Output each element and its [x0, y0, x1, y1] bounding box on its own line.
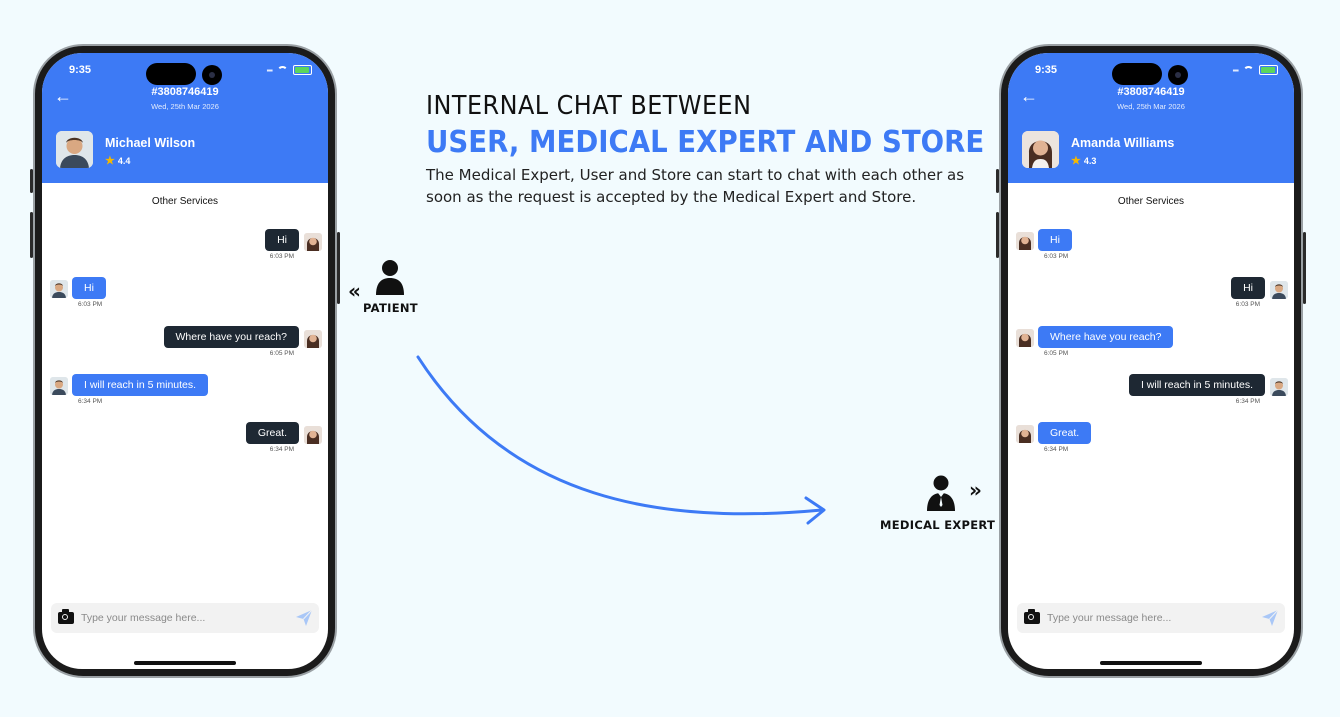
headline-line2: USER, MEDICAL EXPERT AND STORE: [426, 125, 985, 160]
chat-bubble: I will reach in 5 minutes.: [1128, 374, 1265, 396]
section-title: Other Services: [151, 196, 219, 207]
medical-expert-label: MEDICAL EXPERT: [880, 518, 996, 532]
send-icon[interactable]: [295, 609, 313, 627]
home-indicator[interactable]: [1100, 661, 1202, 665]
chat-bubble: Where have you reach?: [1038, 326, 1174, 348]
camera-icon[interactable]: [1024, 609, 1040, 624]
camera-icon[interactable]: [58, 609, 74, 624]
order-number: #3808746419: [1117, 86, 1185, 98]
signal-icon: ▪▪▪: [266, 65, 272, 75]
send-icon[interactable]: [1261, 609, 1279, 627]
chat-bubble: Where have you reach?: [163, 326, 299, 348]
profile-name: Amanda Williams: [1071, 136, 1175, 150]
doctor-icon: [927, 475, 955, 511]
rating-value: 4.4: [117, 155, 131, 166]
wifi-icon: [277, 66, 288, 74]
message-time: 6:34 PM: [1044, 446, 1069, 453]
star-icon: ★: [105, 155, 115, 167]
back-arrow-icon[interactable]: ←: [54, 86, 72, 106]
home-indicator[interactable]: [134, 661, 236, 665]
star-icon: ★: [1071, 155, 1081, 167]
phone-patient: 9:35 ▪▪▪ ← #3808746419 Wed, 25th Mar 202…: [30, 44, 340, 678]
message-time: 6:05 PM: [269, 350, 294, 357]
avatar: [304, 330, 322, 348]
person-icon: [376, 260, 404, 295]
signal-icon: ▪▪▪: [1232, 65, 1238, 75]
chat-bubble: Hi: [72, 277, 106, 299]
chat-header: 9:35 ▪▪▪ ← #3808746419 Wed, 25th Mar 202…: [42, 53, 328, 183]
power-button: [337, 232, 340, 304]
section-title: Other Services: [1117, 196, 1185, 207]
curved-arrow-icon: [416, 355, 826, 525]
avatar: [304, 233, 322, 251]
mute-switch: [30, 169, 33, 193]
message-time: 6:05 PM: [1044, 350, 1069, 357]
camera-lens: [1168, 65, 1188, 85]
battery-icon: [1259, 65, 1278, 75]
headline-description: The Medical Expert, User and Store can s…: [426, 166, 965, 206]
avatar: [50, 280, 68, 298]
chevrons-left-icon: «: [348, 279, 361, 303]
chat-screen: 9:35 ▪▪▪ ← #3808746419 Wed, 25th Mar 202…: [42, 53, 328, 669]
rating: ★ 4.4: [105, 154, 130, 167]
avatar: [1016, 232, 1034, 250]
back-arrow-icon[interactable]: ←: [1020, 86, 1038, 106]
chat-bubble: Hi: [265, 229, 299, 251]
avatar[interactable]: [56, 131, 93, 168]
chevrons-right-icon: »: [969, 478, 982, 502]
order-number: #3808746419: [151, 86, 219, 98]
message-composer: [1017, 603, 1285, 633]
chat-bubble: Great.: [245, 422, 299, 444]
avatar[interactable]: [1022, 131, 1059, 168]
message-time: 6:03 PM: [1044, 253, 1069, 260]
message-time: 6:03 PM: [1235, 301, 1260, 308]
rating-value: 4.3: [1083, 155, 1097, 166]
status-icons: ▪▪▪: [1232, 65, 1278, 75]
avatar: [304, 426, 322, 444]
avatar: [1016, 425, 1034, 443]
camera-lens: [202, 65, 222, 85]
status-time: 9:35: [1035, 64, 1058, 76]
dynamic-island: [146, 63, 196, 85]
message-input[interactable]: [1047, 608, 1252, 628]
status-time: 9:35: [69, 64, 92, 76]
power-button: [1303, 232, 1306, 304]
message-time: 6:34 PM: [269, 446, 294, 453]
avatar: [1270, 281, 1288, 299]
status-icons: ▪▪▪: [266, 65, 312, 75]
avatar: [50, 377, 68, 395]
message-input[interactable]: [81, 608, 286, 628]
chat-bubble: Hi: [1231, 277, 1265, 299]
avatar: [1016, 329, 1034, 347]
headline-line1: INTERNAL CHAT BETWEEN: [426, 91, 752, 121]
battery-icon: [293, 65, 312, 75]
volume-up-button: [30, 212, 33, 258]
message-time: 6:03 PM: [269, 253, 294, 260]
avatar: [1270, 378, 1288, 396]
message-time: 6:34 PM: [1235, 398, 1260, 405]
phone-medical-expert: 9:35 ▪▪▪ ← #3808746419 Wed, 25th Mar 202…: [996, 44, 1306, 678]
dynamic-island: [1112, 63, 1162, 85]
message-composer: [51, 603, 319, 633]
rating: ★ 4.3: [1071, 154, 1096, 167]
patient-label: PATIENT: [363, 301, 418, 315]
chat-header: 9:35 ▪▪▪ ← #3808746419 Wed, 25th Mar 202…: [1008, 53, 1294, 183]
chat-bubble: Great.: [1038, 422, 1092, 444]
order-date: Wed, 25th Mar 2026: [1117, 102, 1185, 111]
chat-bubble: Hi: [1038, 229, 1072, 251]
message-time: 6:34 PM: [78, 398, 103, 405]
mute-switch: [996, 169, 999, 193]
message-time: 6:03 PM: [78, 301, 103, 308]
order-date: Wed, 25th Mar 2026: [151, 102, 219, 111]
chat-bubble: I will reach in 5 minutes.: [72, 374, 209, 396]
volume-up-button: [996, 212, 999, 258]
chat-screen: 9:35 ▪▪▪ ← #3808746419 Wed, 25th Mar 202…: [1008, 53, 1294, 669]
profile-name: Michael Wilson: [105, 136, 196, 150]
headline: INTERNAL CHAT BETWEEN USER, MEDICAL EXPE…: [426, 90, 1026, 208]
wifi-icon: [1243, 66, 1254, 74]
